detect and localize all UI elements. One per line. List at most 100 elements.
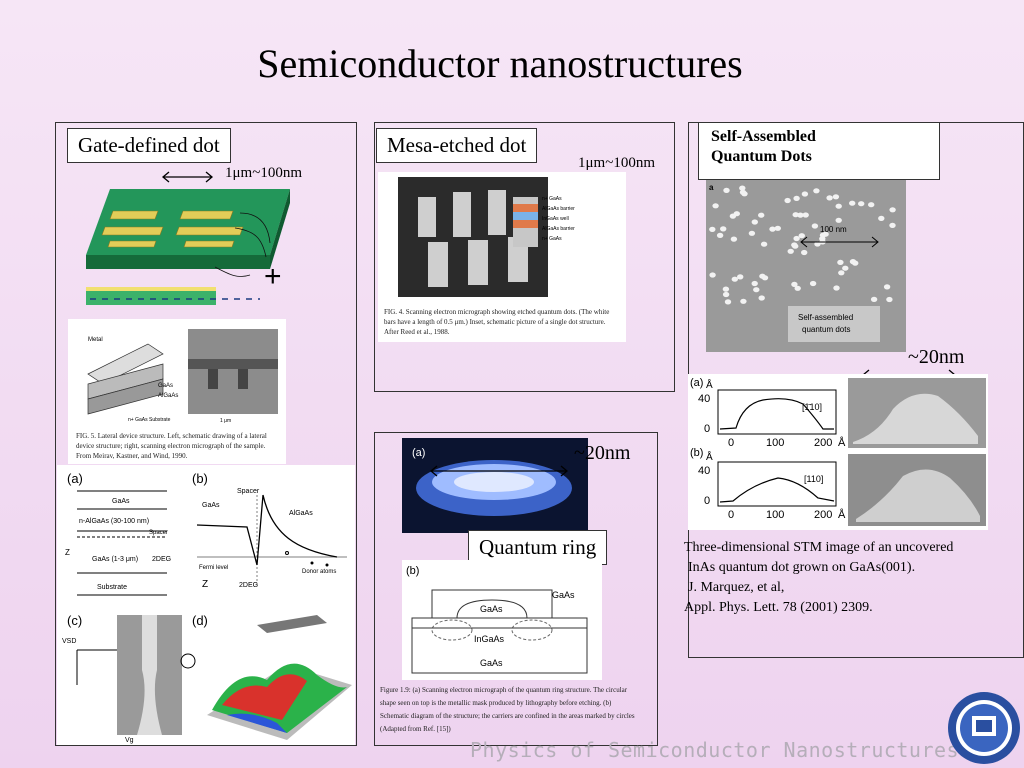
quantum-dot bbox=[748, 230, 756, 236]
stm-a-unit: Å bbox=[706, 378, 713, 391]
stm-dir-a: [1̄10] bbox=[802, 402, 822, 412]
quantum-dot bbox=[730, 236, 738, 242]
quantum-dot bbox=[889, 222, 896, 228]
quantum-dot bbox=[837, 259, 844, 265]
fig5-label-metal: Metal bbox=[88, 337, 103, 343]
quantum-dot bbox=[801, 249, 808, 256]
page-title: Semiconductor nanostructures bbox=[257, 41, 743, 86]
quantum-dot bbox=[791, 242, 798, 248]
vsd-label: VSD bbox=[62, 638, 76, 645]
quantum-dot bbox=[822, 231, 829, 237]
quantum-dot bbox=[889, 207, 896, 213]
fig5-caption: FIG. 5. Lateral device structure. Left, … bbox=[76, 432, 267, 460]
ring-label: Quantum ring bbox=[468, 530, 608, 565]
ring-schem-ingaas: InGaAs bbox=[474, 634, 505, 644]
stm-citation-line1: Three-dimensional STM image of an uncove… bbox=[684, 540, 954, 555]
stm-b-ytick-40: 40 bbox=[698, 465, 710, 477]
sa-dots-afm-image: 100 nm a Self-assembled quantum dots bbox=[706, 180, 906, 352]
ring-schem-gaas-1: GaAs bbox=[552, 590, 575, 600]
gate-plus-sign: + bbox=[264, 260, 282, 293]
ring-sem-image: (a) bbox=[402, 438, 588, 533]
layer-gaas-bulk: GaAs (1-3 μm) bbox=[92, 556, 138, 563]
quantum-dot bbox=[709, 226, 716, 232]
sa-panel-tag: a bbox=[709, 183, 714, 192]
sa-inset-label-2: quantum dots bbox=[802, 325, 850, 334]
layer-2deg: 2DEG bbox=[152, 556, 171, 563]
mesa-dot-label: Mesa-etched dot bbox=[376, 128, 538, 163]
band-algaas: AlGaAs bbox=[289, 510, 313, 517]
layer-substrate: Substrate bbox=[97, 584, 127, 591]
quantum-dot bbox=[769, 226, 776, 232]
quantum-dot bbox=[723, 187, 730, 193]
band-spacer: Spacer bbox=[237, 488, 260, 495]
gate-device-illustration bbox=[86, 189, 290, 305]
stm-b-xtick-100: 100 bbox=[766, 509, 784, 521]
gate-dot-panel bbox=[55, 122, 357, 746]
quantum-dot bbox=[849, 259, 857, 265]
quantum-dot bbox=[709, 272, 716, 278]
quantum-dot bbox=[751, 219, 758, 225]
quantum-dot bbox=[798, 233, 805, 239]
layer-spacer: Spacer bbox=[149, 530, 168, 536]
mesa-inset-layer-2: AlGaAs barrier bbox=[542, 206, 575, 212]
quantum-dot bbox=[886, 296, 893, 303]
stm-a-ytick-0: 0 bbox=[704, 423, 710, 435]
fig4-micrograph: n+ GaAs AlGaAs barrier InGaAs well AlGaA… bbox=[398, 177, 575, 297]
stm-a-ytick-40: 40 bbox=[698, 393, 710, 405]
stm-b-xunit: Å bbox=[838, 508, 846, 521]
quantum-dot bbox=[883, 284, 891, 290]
quantum-dot bbox=[791, 281, 798, 287]
ring-schematic: (b) GaAs GaAs InGaAs GaAs bbox=[402, 560, 602, 680]
fig5-scale-label: 1 μm bbox=[220, 418, 231, 424]
ring-panel-b-tag: (b) bbox=[406, 565, 419, 577]
quantum-dot bbox=[849, 200, 856, 206]
sa-size-label: ~20nm bbox=[908, 346, 965, 368]
heterostructure-figure: (a) (b) (c) (d) GaAs n-AlGaAs (30-100 nm… bbox=[57, 465, 355, 745]
layer-gaas-top: GaAs bbox=[112, 498, 130, 505]
quantum-dot bbox=[731, 276, 738, 282]
university-logo bbox=[948, 692, 1020, 764]
quantum-dot bbox=[733, 211, 740, 217]
stm-citation: Three-dimensional STM image of an uncove… bbox=[682, 538, 953, 618]
mesa-inset-layer-5: n+ GaAs bbox=[542, 236, 562, 242]
sa-inset-label-1: Self-assembled bbox=[798, 313, 853, 322]
band-donor: Donor atoms bbox=[302, 569, 336, 575]
ring-panel bbox=[374, 432, 658, 746]
band-2deg: 2DEG bbox=[239, 582, 258, 589]
gate-dot-scale-arrow bbox=[161, 171, 214, 183]
quantum-dot bbox=[832, 194, 840, 200]
mesa-dot-panel bbox=[374, 122, 675, 392]
stm-a-tag: (a) bbox=[690, 377, 703, 389]
quantum-dot bbox=[809, 280, 817, 287]
quantum-dot bbox=[759, 273, 766, 279]
quantum-dot bbox=[835, 217, 842, 223]
sa-scale-bar-label: 100 nm bbox=[820, 225, 847, 234]
panel-c-tag: (c) bbox=[67, 613, 82, 628]
quantum-dot bbox=[712, 203, 719, 209]
ring-schem-gaas-2: GaAs bbox=[480, 604, 503, 614]
quantum-dot bbox=[793, 235, 800, 242]
quantum-dot bbox=[870, 296, 878, 302]
quantum-dot bbox=[858, 201, 865, 207]
ring-panel-a-tag: (a) bbox=[412, 447, 425, 459]
quantum-dot bbox=[758, 295, 765, 301]
stm-a-xtick-100: 100 bbox=[766, 437, 784, 449]
stm-a-xunit: Å bbox=[838, 436, 846, 449]
band-z: Z bbox=[202, 579, 208, 590]
quantum-dot bbox=[878, 215, 885, 221]
fig5-image: Metal GaAs AlGaAs n+ GaAs Substrate 1 μm… bbox=[68, 319, 286, 464]
mesa-dot-scale: 1μm~100nm bbox=[578, 155, 655, 171]
quantum-dot bbox=[801, 191, 809, 197]
stm-figure: (a) (b) [1̄10] [110] 40 0 40 0 Å Å 0 100… bbox=[688, 374, 988, 530]
ring-size-label: ~20nm bbox=[574, 442, 631, 464]
quantum-dot bbox=[811, 223, 819, 229]
panel-a-tag: (a) bbox=[67, 471, 83, 486]
quantum-dot bbox=[797, 212, 804, 218]
ring-schem-gaas-3: GaAs bbox=[480, 658, 503, 668]
layer-nalgaas: n-AlGaAs (30-100 nm) bbox=[79, 518, 149, 525]
mesa-inset-layer-4: AlGaAs barrier bbox=[542, 226, 575, 232]
band-gaas: GaAs bbox=[202, 502, 220, 509]
quantum-dot bbox=[793, 195, 800, 201]
quantum-dot bbox=[720, 226, 727, 232]
quantum-dot bbox=[838, 270, 845, 276]
